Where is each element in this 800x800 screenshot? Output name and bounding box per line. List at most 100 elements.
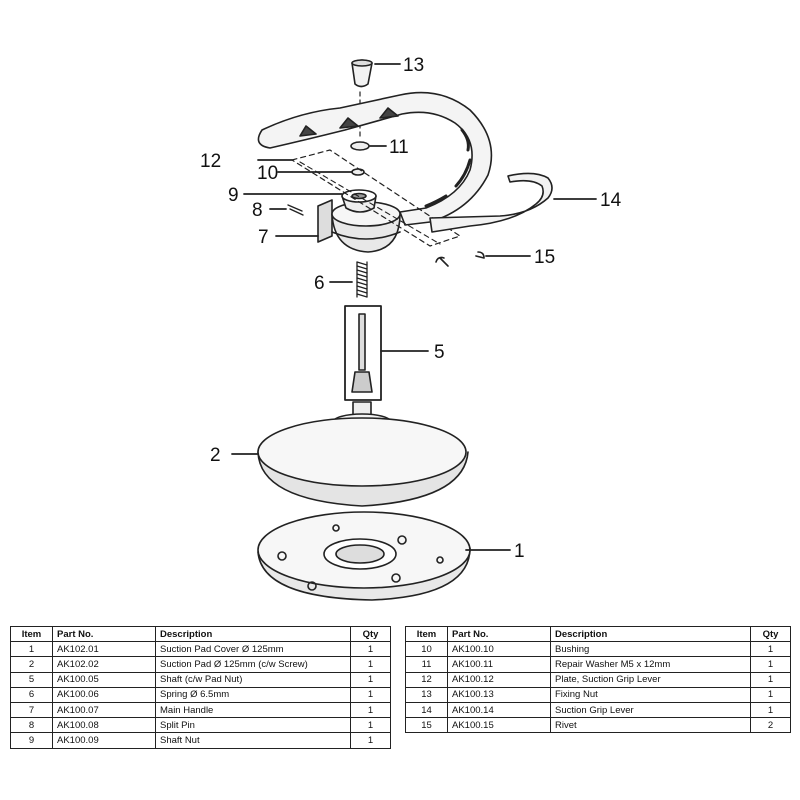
description-cell: Spring Ø 6.5mm: [155, 686, 351, 703]
item-cell: 14: [405, 701, 448, 719]
description-cell: Main Handle: [155, 701, 351, 719]
callout-5: 5: [434, 342, 445, 363]
part-no-cell: AK100.14: [447, 701, 551, 719]
qty-cell: 1: [350, 641, 391, 658]
part-no-cell: AK100.12: [447, 671, 551, 688]
table-header-row: Item Part No. Description Qty: [10, 625, 391, 643]
rivet-part: [435, 251, 485, 267]
header-description: Description: [155, 625, 351, 643]
qty-cell: 1: [350, 671, 391, 688]
callout-6: 6: [314, 273, 325, 294]
repair-washer-part: [350, 141, 370, 151]
table-header-row: Item Part No. Description Qty: [405, 625, 791, 643]
qty-cell: 1: [750, 686, 791, 703]
item-cell: 5: [10, 671, 53, 688]
suction-pad-part: [257, 401, 469, 507]
item-cell: 15: [405, 717, 448, 734]
qty-cell: 2: [750, 717, 791, 734]
item-cell: 10: [405, 641, 448, 658]
exploded-parts-diagram: 13 11 12 10 9 8 7 6 5 2 1 14 15: [200, 55, 622, 601]
spring-part: [356, 261, 368, 298]
part-no-cell: AK100.13: [447, 686, 551, 703]
description-cell: Bushing: [550, 641, 751, 658]
qty-cell: 1: [750, 641, 791, 658]
callout-11: 11: [389, 137, 409, 158]
header-item: Item: [405, 625, 448, 643]
header-description: Description: [550, 625, 751, 643]
part-no-cell: AK100.09: [52, 732, 156, 749]
description-cell: Shaft Nut: [155, 732, 351, 749]
item-cell: 2: [10, 656, 53, 673]
item-cell: 12: [405, 671, 448, 688]
callout-7: 7: [258, 227, 269, 248]
item-cell: 13: [405, 686, 448, 703]
qty-cell: 1: [350, 656, 391, 673]
callout-12: 12: [200, 151, 221, 172]
part-no-cell: AK100.15: [447, 717, 551, 734]
header-qty: Qty: [350, 625, 391, 643]
qty-cell: 1: [350, 732, 391, 749]
item-cell: 8: [10, 717, 53, 734]
main-handle-body: [317, 199, 401, 253]
part-no-cell: AK100.08: [52, 717, 156, 734]
item-cell: 1: [10, 641, 53, 658]
bushing-part: [351, 168, 365, 176]
fixing-nut-part: [351, 59, 373, 88]
callout-9: 9: [228, 185, 239, 206]
qty-cell: 1: [750, 671, 791, 688]
shaft-part-box: [344, 305, 382, 401]
qty-cell: 1: [350, 701, 391, 719]
qty-cell: 1: [750, 656, 791, 673]
description-cell: Suction Grip Lever: [550, 701, 751, 719]
qty-cell: 1: [350, 686, 391, 703]
description-cell: Rivet: [550, 717, 751, 734]
callout-13: 13: [403, 55, 424, 76]
description-cell: Plate, Suction Grip Lever: [550, 671, 751, 688]
header-part-no: Part No.: [447, 625, 551, 643]
part-no-cell: AK100.11: [447, 656, 551, 673]
item-cell: 7: [10, 701, 53, 719]
suction-pad-cover-part: [257, 511, 471, 601]
header-qty: Qty: [750, 625, 791, 643]
part-no-cell: AK100.05: [52, 671, 156, 688]
description-cell: Fixing Nut: [550, 686, 751, 703]
callout-2: 2: [210, 445, 221, 466]
part-no-cell: AK100.07: [52, 701, 156, 719]
description-cell: Shaft (c/w Pad Nut): [155, 671, 351, 688]
description-cell: Suction Pad Cover Ø 125mm: [155, 641, 351, 658]
item-cell: 9: [10, 732, 53, 749]
split-pin-part: [287, 204, 304, 216]
callout-10: 10: [257, 163, 278, 184]
callout-1: 1: [514, 541, 525, 562]
suction-grip-lever-part: [429, 172, 553, 233]
part-no-cell: AK102.02: [52, 656, 156, 673]
shaft-nut-part: [341, 189, 377, 213]
qty-cell: 1: [750, 701, 791, 719]
shaft-part: [351, 313, 373, 393]
part-no-cell: AK100.06: [52, 686, 156, 703]
item-cell: 6: [10, 686, 53, 703]
callout-14: 14: [600, 190, 622, 211]
callout-15: 15: [534, 247, 555, 268]
grip-lever-plate-part: [291, 149, 461, 247]
item-cell: 11: [405, 656, 448, 673]
description-cell: Suction Pad Ø 125mm (c/w Screw): [155, 656, 351, 673]
qty-cell: 1: [350, 717, 391, 734]
main-handle-part: [257, 91, 493, 226]
callout-8: 8: [252, 200, 263, 221]
part-no-cell: AK102.01: [52, 641, 156, 658]
description-cell: Repair Washer M5 x 12mm: [550, 656, 751, 673]
